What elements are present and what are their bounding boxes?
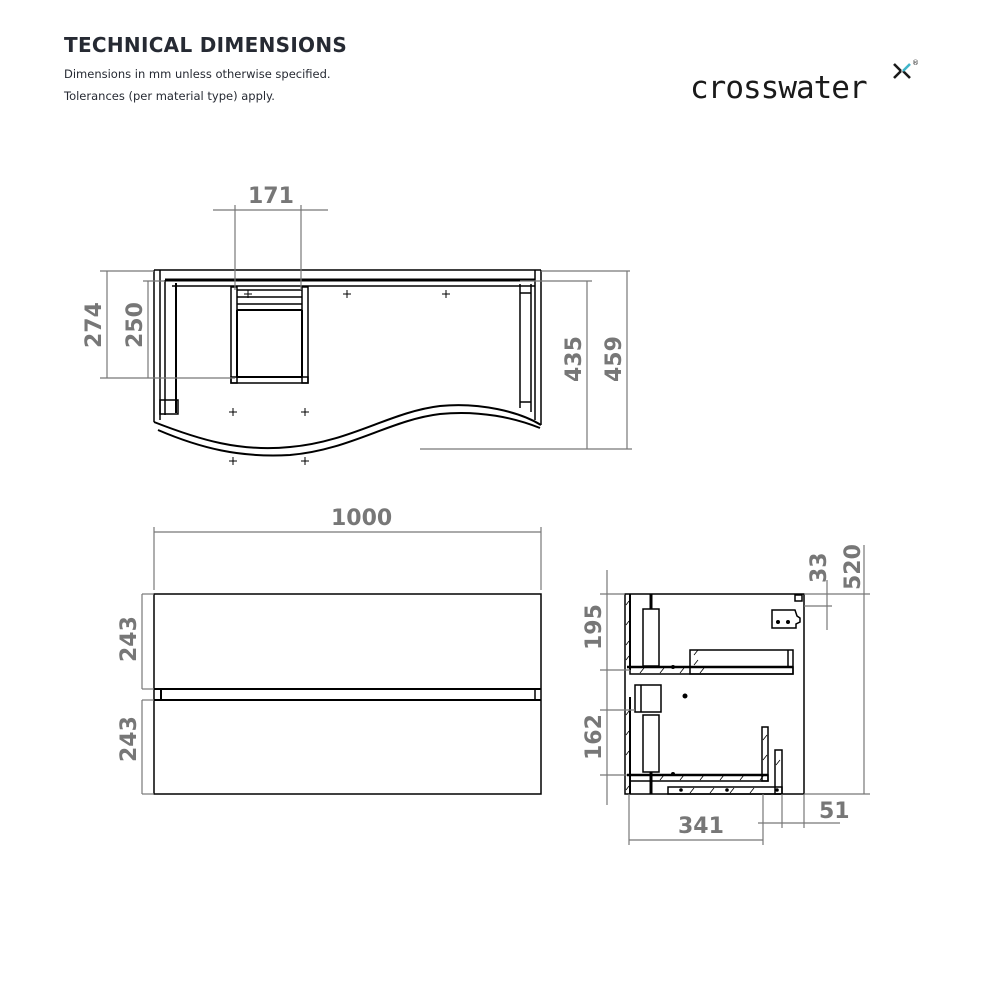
dim-520: 520 bbox=[841, 544, 866, 590]
dim-341: 341 bbox=[678, 814, 724, 839]
dim-459: 459 bbox=[602, 336, 627, 382]
dim-195: 195 bbox=[582, 604, 607, 650]
dim-51: 51 bbox=[819, 799, 850, 824]
units-note: Dimensions in mm unless otherwise specif… bbox=[64, 67, 331, 81]
dim-243-bottom: 243 bbox=[117, 716, 142, 762]
front-view bbox=[153, 593, 542, 795]
registered-mark: ® bbox=[912, 59, 919, 67]
tolerance-note: Tolerances (per material type) apply. bbox=[64, 89, 275, 103]
dim-435: 435 bbox=[562, 336, 587, 382]
page-title: TECHNICAL DIMENSIONS bbox=[64, 33, 348, 57]
dim-250: 250 bbox=[123, 302, 148, 348]
plan-view bbox=[153, 269, 542, 457]
brand-logo-text: crosswater bbox=[690, 70, 868, 106]
dim-1000: 1000 bbox=[331, 506, 392, 531]
side-view bbox=[624, 593, 805, 795]
side-dimensions bbox=[600, 545, 870, 845]
front-dimensions bbox=[141, 527, 542, 795]
plan-fixing-points bbox=[229, 290, 450, 465]
dim-171: 171 bbox=[248, 184, 294, 209]
side-hatching bbox=[625, 600, 781, 794]
plan-dimensions bbox=[100, 205, 632, 450]
dim-33: 33 bbox=[807, 552, 832, 583]
dim-243-top: 243 bbox=[117, 616, 142, 662]
dim-162: 162 bbox=[582, 714, 607, 760]
dim-274: 274 bbox=[82, 302, 107, 348]
side-fixing-points bbox=[671, 620, 790, 792]
brand-logo-x-icon: ® bbox=[893, 59, 919, 79]
